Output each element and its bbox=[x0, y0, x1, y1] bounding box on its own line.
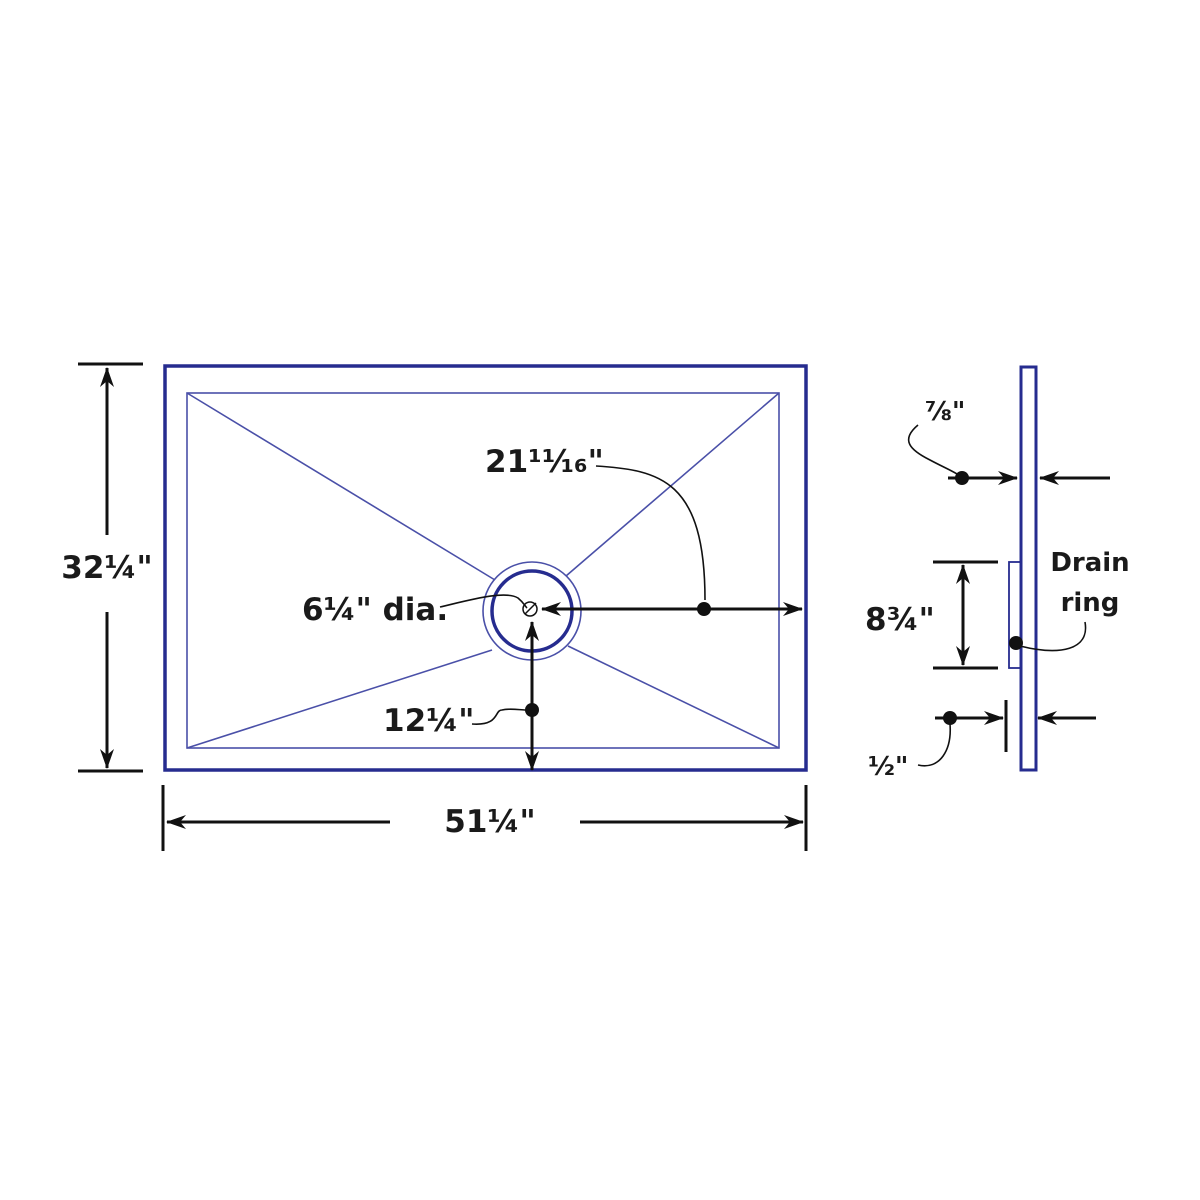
base-outer-outline bbox=[163, 364, 808, 772]
drain-ring-callout: Drain ring bbox=[1009, 548, 1130, 652]
drain-diameter-callout: 6¼" dia. bbox=[302, 592, 528, 628]
drain-offset-y-dimension: 12¼" bbox=[383, 621, 539, 771]
drain-ring-label-line2: ring bbox=[1061, 588, 1120, 618]
drain-ring-depth-dimension: ½" bbox=[868, 700, 1096, 782]
thickness-label: ⅞" bbox=[925, 397, 965, 427]
side-view: ⅞" 8¾" Drain ring ½" bbox=[865, 365, 1130, 782]
thickness-dimension: ⅞" bbox=[907, 397, 1110, 485]
drain-ring-depth-label: ½" bbox=[868, 752, 908, 782]
drain-ring-label-line1: Drain bbox=[1050, 548, 1129, 578]
depth-label: 32¼" bbox=[61, 550, 152, 586]
plan-view: 32¼" 51¼" 21¹¹⁄₁₆" 12¼" bbox=[61, 362, 808, 851]
slope-lines bbox=[186, 392, 780, 749]
width-dimension: 51¼" bbox=[161, 785, 808, 851]
depth-dimension: 32¼" bbox=[61, 362, 153, 773]
drain-offset-x-dimension: 21¹¹⁄₁₆" bbox=[485, 444, 803, 616]
drain-ring-height-label: 8¾" bbox=[865, 602, 935, 638]
base-inner-outline bbox=[186, 392, 780, 749]
drain-ring-profile bbox=[1008, 561, 1022, 669]
drain-ring-height-dimension: 8¾" bbox=[865, 560, 998, 670]
drain-offset-x-label: 21¹¹⁄₁₆" bbox=[485, 444, 604, 480]
base-side-profile bbox=[1019, 365, 1038, 772]
drain-offset-y-label: 12¼" bbox=[383, 703, 474, 739]
drain-diameter-label: 6¼" dia. bbox=[302, 592, 448, 628]
width-label: 51¼" bbox=[444, 804, 535, 840]
drain-center-icon bbox=[522, 601, 538, 617]
